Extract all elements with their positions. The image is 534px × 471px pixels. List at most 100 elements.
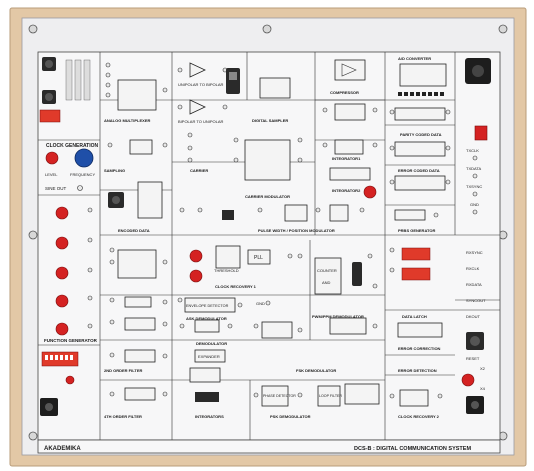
pulse-width-modulator-section: PULSE WIDTH / POSITION MODULATOR — [222, 204, 349, 233]
error-correction-title: ERROR CORRECTION — [398, 346, 441, 351]
second-order-filter-title: 2ND ORDER FILTER — [104, 368, 142, 373]
function-generator-title: FUNCTION GENERATOR — [44, 338, 98, 343]
brand-logo-text: AKADEMIKA — [44, 446, 81, 452]
clock-recovery-2-knob[interactable] — [461, 373, 475, 387]
fsk-demodulator-title: FSK DEMODULATOR — [296, 368, 336, 373]
digital-sampler-title: DIGITAL SAMPLER — [252, 118, 288, 123]
bipolar-to-unipolar-title: BIPOLAR TO UNIPOLAR — [178, 119, 224, 124]
level-knob[interactable] — [45, 151, 59, 165]
pll-label: PLL — [254, 255, 263, 261]
fsk-demodulator-section: FSK DEMODULATOR — [261, 317, 367, 373]
compressor-section: COMPRESSOR — [330, 59, 366, 121]
fg-knob-3[interactable] — [55, 266, 69, 280]
fg-knob-2[interactable] — [55, 236, 69, 250]
clock-generation-section: CLOCK GENERATION LEVEL FREQUENCY SINE OU… — [39, 57, 99, 191]
x4-label: X4 — [480, 386, 486, 391]
parity-coded-section: PARITY CODED DATA — [394, 107, 488, 157]
clock-led-array — [65, 59, 91, 101]
prbs-generator-section: PRBS GENERATOR — [394, 209, 436, 233]
gnd-label-mid: GND — [256, 301, 265, 306]
compressor-title: COMPRESSOR — [330, 90, 359, 95]
small-red-led — [65, 375, 75, 385]
sampler-toggle-switch[interactable] — [226, 68, 240, 94]
sine-out-socket[interactable] — [77, 185, 83, 191]
phase-detector-label: PHASE DETECTOR — [263, 394, 296, 398]
ad-converter-section: A/D CONVERTER — [398, 56, 491, 96]
rx-dip-switch-2[interactable] — [401, 267, 431, 281]
sampling-section: SAMPLING — [104, 139, 168, 173]
ad-led-row — [398, 92, 444, 96]
counter-section: COUNTER AND PWM/PPM DEMODULATOR — [312, 257, 364, 319]
receiver-section: RXSYNC RXCLK RXDATA SYNCOUT DKOUT DATA L… — [397, 247, 486, 373]
carrier-title: CARRIER — [190, 168, 208, 173]
rx-dip-switch-1[interactable] — [401, 247, 431, 261]
carrier-modulator-section: CARRIER MODULATOR — [244, 139, 291, 199]
level-label: LEVEL — [45, 172, 58, 177]
reset-label: RESET — [466, 356, 480, 361]
error-coded-data-title: ERROR CODED DATA — [398, 168, 440, 173]
filters-column: 2ND ORDER FILTER 4TH ORDER FILTER — [104, 249, 157, 419]
ask-demodulator-title: ASK DEMODULATOR — [186, 316, 227, 321]
unipolar-to-bipolar-title: UNIPOLAR TO BIPOLAR — [178, 82, 224, 87]
clock-dip-switch[interactable] — [39, 109, 61, 123]
counter-label: COUNTER — [317, 268, 337, 273]
expander-label: EXPANDER — [198, 354, 220, 359]
psk-demodulator-title: PSK DEMODULATOR — [270, 414, 311, 419]
analog-mux-block — [117, 79, 157, 111]
fg-knob-4[interactable] — [55, 294, 69, 308]
analog-multiplexer-section: ANALOG MULTIPLEXER — [104, 62, 168, 123]
pulse-width-position-modulator-title: PULSE WIDTH / POSITION MODULATOR — [258, 228, 335, 233]
x2-label: X2 — [480, 366, 486, 371]
prbs-generator-title: PRBS GENERATOR — [398, 228, 436, 233]
clock-recovery-knob-2[interactable] — [189, 269, 203, 283]
txsync-label: TXSYNC — [466, 184, 482, 189]
bottom-strip — [37, 439, 501, 454]
pwm-ppm-demodulator-title: PWM/PPM DEMODULATOR — [312, 314, 364, 319]
digital-sampler-section: DIGITAL SAMPLER — [226, 68, 291, 123]
and-label: AND — [322, 280, 331, 285]
rxdata-label: RXDATA — [466, 282, 482, 287]
error-coded-section: ERROR CODED DATA TXCLK TXDATA TXSYNC GND — [394, 148, 482, 215]
polarity-converters: UNIPOLAR TO BIPOLAR BIPOLAR TO UNIPOLAR — [177, 62, 228, 124]
integrator1-title: INTEGRATOR1 — [332, 156, 361, 161]
pwm-ppm-selector-switch[interactable] — [352, 262, 362, 286]
txclk-label: TXCLK — [466, 148, 479, 153]
panel-screws — [28, 24, 508, 441]
carrier-section: CARRIER — [187, 132, 208, 173]
ask-demodulator-section: ENVELOPE DETECTOR ASK DEMODULATOR GND — [184, 297, 271, 321]
integrator-gain-knob[interactable] — [363, 185, 377, 199]
clock-recovery-knob-1[interactable] — [189, 249, 203, 263]
integrator2-title: INTEGRATOR2 — [332, 188, 361, 193]
integrators-switch[interactable] — [195, 392, 219, 402]
sine-out-label: SINE OUT — [45, 186, 67, 191]
sampling-title: SAMPLING — [104, 168, 125, 173]
rxclk-label: RXCLK — [466, 266, 480, 271]
gnd-label-top: GND — [470, 202, 479, 207]
demodulator-title: DEMODULATOR — [196, 341, 227, 346]
error-detection-title: ERROR DETECTION — [398, 368, 437, 373]
dkout-label: DKOUT — [466, 314, 481, 319]
carrier-modulator-title: CARRIER MODULATOR — [245, 194, 290, 199]
fg-knob-5[interactable] — [55, 322, 69, 336]
red-toggle-switch[interactable] — [474, 125, 488, 141]
integrators-bottom-section: INTEGRATORS — [189, 367, 224, 419]
data-latch-title: DATA LATCH — [402, 314, 427, 319]
pwm-switch[interactable] — [222, 210, 234, 220]
function-generator-section: FUNCTION GENERATOR — [44, 206, 98, 343]
clock-recovery-1-section: THRESHOLD PLL CLOCK RECOVERY 1 — [189, 245, 271, 289]
frequency-label: FREQUENCY — [70, 172, 95, 177]
encoded-data-title: ENCODED DATA — [118, 228, 150, 233]
encoded-data-section: ENCODED DATA — [108, 181, 163, 233]
syncout-label: SYNCOUT — [466, 298, 486, 303]
demodulator-section: DEMODULATOR EXPANDER — [194, 319, 227, 363]
analog-multiplexer-title: ANALOG MULTIPLEXER — [104, 118, 150, 123]
psk-demodulator-section: PHASE DETECTOR LOOP FILTER PSK DEMODULAT… — [261, 383, 380, 419]
integrators-top-section: INTEGRATOR1 INTEGRATOR2 — [329, 139, 377, 199]
ad-converter-title: A/D CONVERTER — [398, 56, 431, 61]
model-title: DCS-B : DIGITAL COMMUNICATION SYSTEM — [354, 446, 471, 452]
test-point-sockets — [109, 107, 451, 399]
frequency-knob[interactable] — [74, 148, 94, 168]
fg-knob-1[interactable] — [55, 206, 69, 220]
clock-recovery-2-section: CLOCK RECOVERY 2 X2 X4 — [398, 366, 486, 419]
